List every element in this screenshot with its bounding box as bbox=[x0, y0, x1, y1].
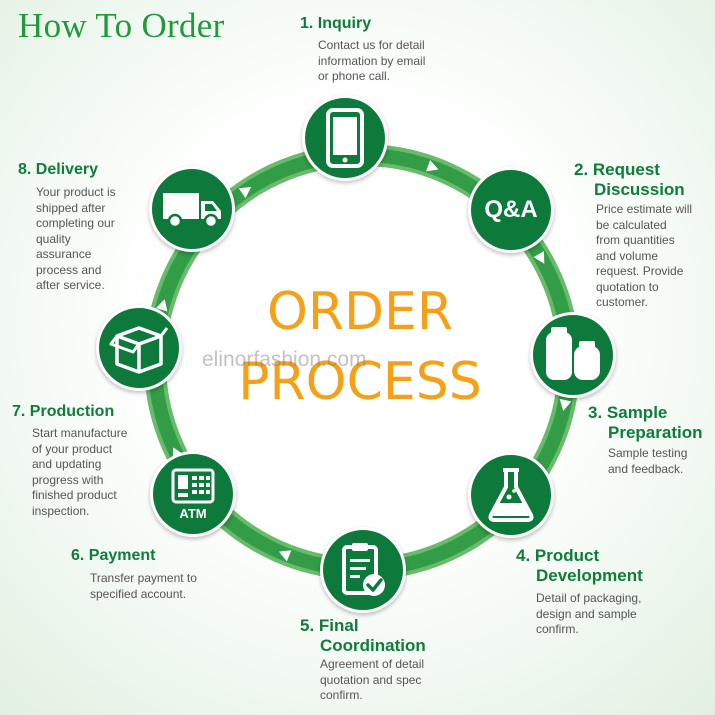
desc-line: specified account. bbox=[90, 586, 187, 601]
step-5-node bbox=[320, 527, 406, 613]
desc-line: quotation to bbox=[596, 279, 659, 294]
desc-line: Detail of packaging, bbox=[536, 591, 642, 605]
step-5-title-line1: 5. Final bbox=[300, 616, 359, 635]
atm-label: ATM bbox=[179, 505, 207, 521]
desc-line: and updating bbox=[32, 457, 102, 471]
step-4-title: 4. Product Development bbox=[516, 546, 643, 586]
desc-line: process and bbox=[36, 262, 102, 277]
desc-line: Your product is bbox=[36, 185, 116, 199]
desc-line: from quantities bbox=[596, 233, 675, 247]
desc-line: after service. bbox=[36, 278, 105, 292]
step-7-desc: Start manufacture of your product and up… bbox=[32, 426, 127, 519]
desc-line: Start manufacture bbox=[32, 426, 128, 440]
watermark: elinorfashion.com bbox=[202, 348, 367, 371]
bottles-icon bbox=[546, 327, 600, 380]
step-6-title: 6. Payment bbox=[71, 547, 156, 564]
step-5-desc: Agreement of detail quotation and spec c… bbox=[320, 657, 424, 704]
step-2-title-line2: Discussion bbox=[594, 180, 685, 199]
box-icon bbox=[109, 326, 169, 374]
step-4-title-line1: 4. Product bbox=[516, 546, 600, 565]
desc-line: shipped after bbox=[36, 200, 106, 215]
step-8-desc: Your product is shipped after completing… bbox=[36, 185, 116, 294]
desc-line: information by email bbox=[318, 53, 426, 68]
smartphone-icon bbox=[326, 108, 364, 168]
step-3-node bbox=[530, 312, 616, 398]
desc-line: inspection. bbox=[32, 503, 90, 518]
desc-line: finished product bbox=[32, 488, 117, 502]
step-8-node bbox=[149, 166, 235, 252]
qa-icon: Q&A bbox=[484, 196, 538, 223]
desc-line: Sample testing bbox=[608, 446, 688, 460]
flask-icon bbox=[488, 468, 534, 522]
desc-line: Transfer payment to bbox=[90, 571, 197, 585]
delivery-van-icon bbox=[163, 193, 221, 229]
atm-icon: ATM bbox=[171, 468, 215, 521]
step-3-title-line2: Preparation bbox=[608, 423, 703, 442]
step-1-desc: Contact us for detail information by ema… bbox=[318, 38, 425, 85]
clipboard-check-icon bbox=[342, 543, 385, 596]
step-3-title: 3. Sample Preparation bbox=[588, 403, 702, 443]
desc-line: of your product bbox=[32, 441, 113, 456]
step-2-title-line1: 2. Request bbox=[574, 160, 660, 179]
desc-line: quality bbox=[36, 231, 71, 246]
flow-arrow-icon bbox=[155, 299, 168, 312]
step-1-node bbox=[302, 95, 388, 181]
step-3-title-line1: 3. Sample bbox=[588, 403, 668, 422]
step-5-title-line2: Coordination bbox=[320, 636, 426, 655]
step-6-node: ATM bbox=[150, 451, 236, 537]
desc-line: completing our bbox=[36, 216, 115, 230]
desc-line: be calculated bbox=[596, 217, 667, 232]
desc-line: Contact us for detail bbox=[318, 38, 425, 52]
desc-line: confirm. bbox=[320, 688, 363, 702]
step-7-node bbox=[96, 305, 182, 391]
flow-arrow-icon bbox=[278, 550, 292, 562]
step-5-title: 5. Final Coordination bbox=[300, 616, 426, 656]
desc-line: quotation and spec bbox=[320, 672, 422, 687]
desc-line: and volume bbox=[596, 248, 659, 263]
flow-arrow-icon bbox=[533, 251, 545, 264]
step-2-node: Q&A bbox=[468, 167, 554, 253]
step-8-title: 8. Delivery bbox=[18, 161, 99, 178]
step-4-node bbox=[468, 452, 554, 538]
desc-line: assurance bbox=[36, 247, 92, 261]
step-7-title: 7. Production bbox=[12, 403, 115, 420]
desc-line: request. Provide bbox=[596, 264, 684, 278]
flow-arrow-icon bbox=[238, 187, 252, 199]
page-title: How To Order bbox=[18, 6, 225, 45]
step-3-desc: Sample testing and feedback. bbox=[608, 446, 687, 477]
desc-line: Price estimate will bbox=[596, 202, 693, 216]
step-6-desc: Transfer payment to specified account. bbox=[90, 571, 197, 602]
desc-line: customer. bbox=[596, 295, 649, 309]
step-2-title: 2. Request Discussion bbox=[574, 160, 685, 200]
step-4-title-line2: Development bbox=[536, 566, 643, 585]
desc-line: confirm. bbox=[536, 622, 579, 636]
flow-arrow-icon bbox=[559, 398, 572, 411]
step-1-title: 1. Inquiry bbox=[300, 15, 372, 32]
center-title-order: ORDER bbox=[266, 282, 454, 342]
desc-line: Agreement of detail bbox=[320, 657, 425, 671]
center-title-process: PROCESS bbox=[238, 352, 482, 412]
step-2-desc: Price estimate will be calculated from q… bbox=[596, 202, 692, 311]
desc-line: or phone call. bbox=[318, 69, 391, 83]
desc-line: design and sample bbox=[536, 606, 637, 621]
flow-arrow-icon bbox=[426, 160, 439, 172]
desc-line: progress with bbox=[32, 472, 104, 487]
desc-line: and feedback. bbox=[608, 461, 684, 476]
step-4-desc: Detail of packaging, design and sample c… bbox=[536, 591, 641, 638]
